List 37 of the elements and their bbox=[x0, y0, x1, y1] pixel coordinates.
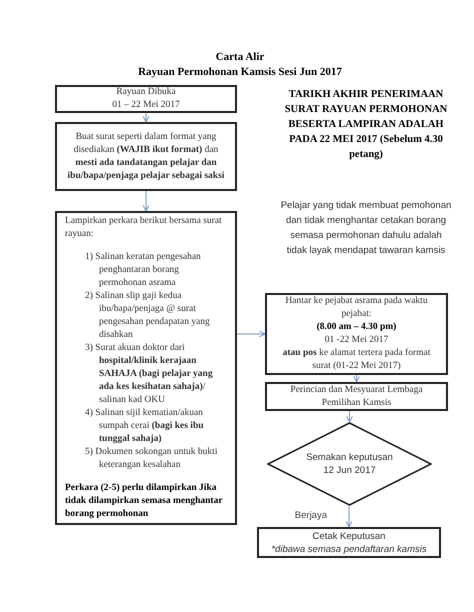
process-box bbox=[55, 122, 237, 191]
node-text: *dibawa semasa pendaftaran kamsis bbox=[270, 542, 428, 556]
node-text: atau pos ke alamat tertera pada format surat (01-22 Mei 2017) bbox=[282, 347, 432, 373]
decision-diamond bbox=[267, 422, 432, 506]
process-box bbox=[55, 85, 237, 113]
node-text: 01 – 22 Mei 2017 bbox=[111, 99, 181, 112]
node-text: 1) Salinan keratan pengesahan penghantaran borang permohonan asrama bbox=[84, 251, 202, 290]
edge-label: Berjaya bbox=[294, 508, 327, 523]
process-box bbox=[265, 293, 448, 375]
note-text: Pelajar yang tidak membuat pemohonan dan tidak menghantar cetakan borang semasa permohonan dahulu adalah tidak layak mendapat tawaran kamsis bbox=[280, 199, 452, 258]
arrow bbox=[142, 112, 150, 123]
node-text: Buat surat seperti dalam format yang disediakan (WAJIB ikut format) dan mesti ada tandatangan pelajar dan ibu/bapa/penjaga pelajar sebagai saksi bbox=[66, 130, 226, 182]
arrow bbox=[346, 506, 352, 528]
node-text: 2) Salinan slip gaji kedua ibu/bapa/penjaga @ surat pengesahan pendapatan yang disahkan bbox=[84, 290, 211, 342]
node-text: Perincian dan Mesyuarat Lembaga Pemilihan Kamsis bbox=[289, 384, 424, 410]
arrow bbox=[353, 374, 360, 383]
node-text: (8.00 am – 4.30 pm) bbox=[316, 321, 398, 334]
diagram-subtitle: Rayuan Permohonan Kamsis Sesi Jun 2017 bbox=[137, 65, 343, 80]
node-text: Hantar ke pejabat asrama pada waktu pejabat: bbox=[284, 295, 429, 321]
process-box bbox=[257, 527, 441, 558]
node-text: Semakan keputusan bbox=[305, 451, 394, 464]
arrow bbox=[236, 330, 266, 338]
node-text: 01 -22 Mei 2017 bbox=[324, 334, 390, 347]
arrow bbox=[142, 190, 150, 212]
node-text: Lampirkan perkara berikut bersama surat rayuan: bbox=[65, 215, 223, 241]
node-text: 3) Surat akuan doktor dari hospital/klinik kerajaan SAHAJA (bagi pelajar yang ada kes kesihatan sahaja)/ salinan kad OKU bbox=[84, 342, 214, 407]
diagram-title: Carta Alir bbox=[214, 50, 266, 65]
node-text: 4) Salinan sijil kematian/akuan sumpah cerai (bagi kes ibu tunggal sahaja) bbox=[84, 407, 205, 446]
node-text: Perkara (2-5) perlu dilampirkan Jika tidak dilampirkan semasa menghantar borang permohonan bbox=[65, 482, 224, 521]
node-text: 5) Dokumen sokongan untuk bukti keterangan kesalahan bbox=[84, 446, 218, 472]
node-text: 12 Jun 2017 bbox=[322, 464, 377, 477]
arrow bbox=[346, 410, 353, 423]
process-box bbox=[55, 211, 237, 525]
process-box bbox=[265, 382, 448, 411]
note-text: TARIKH AKHIR PENERIMAAN SURAT RAYUAN PERMOHONAN BESERTA LAMPIRAN ADALAH PADA 22 MEI 2017 (Sebelum 4.30 petang) bbox=[284, 88, 448, 162]
node-text: Rayuan Dibuka bbox=[115, 86, 177, 99]
node-text: Cetak Keputusan bbox=[312, 530, 386, 542]
